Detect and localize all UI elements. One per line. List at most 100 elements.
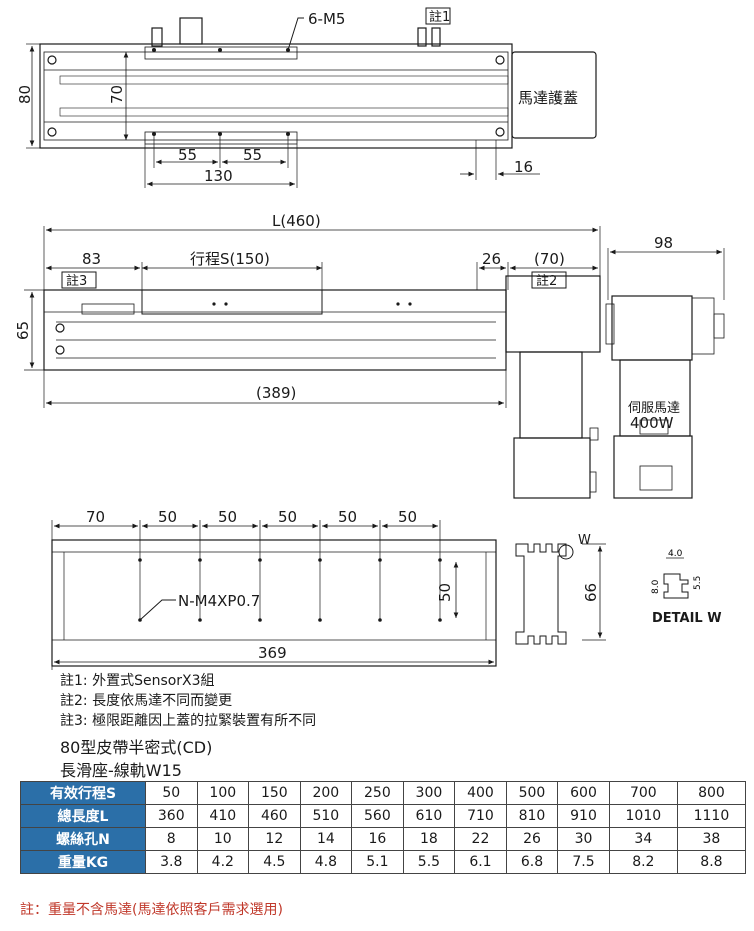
table-cell: 150 — [248, 781, 301, 805]
table-cell: 910 — [557, 804, 610, 828]
rail-view — [51, 520, 689, 670]
note-3: 註3: 極限距離因上蓋的拉緊裝置有所不同 — [60, 713, 317, 729]
table-cell: 16 — [351, 827, 404, 851]
dim-top-4: 50 — [338, 508, 357, 526]
table-cell: 710 — [454, 804, 507, 828]
row-label: 重量KG — [20, 850, 146, 874]
dim-50-vertical: 50 — [436, 583, 454, 602]
table-cell: 600 — [557, 781, 610, 805]
end-view-flange — [611, 295, 693, 361]
table-cell: 610 — [402, 804, 456, 828]
table-cell: 1110 — [676, 804, 747, 828]
dim-98: 98 — [654, 234, 673, 252]
table-row: 螺絲孔N 8 10 12 14 16 18 22 26 30 34 38 — [20, 827, 747, 851]
table-cell: 7.5 — [557, 850, 610, 874]
table-cell: 22 — [454, 827, 507, 851]
mount-holes-label: 6-M5 — [308, 10, 345, 28]
table-cell: 360 — [145, 804, 198, 828]
dim-389: (389) — [256, 384, 296, 402]
dim-80: 80 — [16, 85, 34, 104]
note1-tag-box — [425, 7, 451, 25]
profile-w-mark: W — [578, 533, 591, 548]
rail-holes — [138, 558, 442, 622]
table-cell: 14 — [299, 827, 353, 851]
note2-tag: 註2 — [536, 274, 557, 289]
table-cell: 100 — [196, 781, 250, 805]
dim-26: 26 — [482, 250, 501, 268]
sensor-icon — [417, 27, 427, 47]
dim-top-5: 50 — [398, 508, 417, 526]
table-cell: 400 — [454, 781, 507, 805]
connector-block — [179, 17, 203, 45]
table-cell: 500 — [505, 781, 559, 805]
dim-66: 66 — [582, 583, 600, 602]
servo-label-line2: 400W — [630, 414, 674, 432]
dim-top-1: 50 — [158, 508, 177, 526]
table-cell: 6.8 — [505, 850, 559, 874]
table-cell: 18 — [402, 827, 456, 851]
detail-w-shape — [663, 573, 689, 599]
table-cell: 5.5 — [402, 850, 456, 874]
row-label: 螺絲孔N — [20, 827, 146, 851]
sensor-icon — [431, 27, 441, 47]
model-subtitle: 長滑座-線軌W15 — [60, 761, 182, 780]
table-cell: 8.8 — [676, 850, 747, 874]
dim-total-length: L(460) — [272, 212, 321, 230]
table-cell: 5.1 — [351, 850, 404, 874]
motor-cover-label: 馬達護蓋 — [518, 89, 578, 107]
dim-83: 83 — [82, 250, 101, 268]
dim-top-3: 50 — [278, 508, 297, 526]
dim-16: 16 — [514, 158, 533, 176]
table-cell: 3.8 — [145, 850, 198, 874]
table-cell: 4.5 — [248, 850, 301, 874]
table-cell: 560 — [351, 804, 404, 828]
table-cell: 4.2 — [196, 850, 250, 874]
note-2: 註2: 長度依馬達不同而變更 — [60, 693, 233, 709]
servo-label-line1: 伺服馬達 — [628, 401, 680, 416]
footnote: 註：重量不含馬達(馬達依照客戶需求選用) — [20, 902, 283, 918]
table-cell: 30 — [557, 827, 610, 851]
table-row: 重量KG 3.8 4.2 4.5 4.8 5.1 5.5 6.1 6.8 7.5… — [20, 850, 747, 874]
detail-dim-55: 5.5 — [693, 576, 703, 590]
technical-drawing: 6-M5 註1 馬達護蓋 80 70 55 55 130 16 — [14, 7, 725, 670]
table-cell: 12 — [248, 827, 301, 851]
table-row: 總長度L 360 410 460 510 560 610 710 810 910… — [20, 804, 747, 828]
hole-label: N-M4XP0.7 — [178, 592, 260, 610]
dim-369: 369 — [258, 644, 287, 662]
table-cell: 700 — [608, 781, 678, 805]
table-cell: 250 — [351, 781, 404, 805]
table-cell: 6.1 — [454, 850, 507, 874]
dim-130: 130 — [204, 167, 233, 185]
note3-tag: 註3 — [66, 274, 87, 289]
row-label: 總長度L — [20, 804, 146, 828]
table-cell: 26 — [505, 827, 559, 851]
table-row: 有效行程S 50 100 150 200 250 300 400 500 600… — [20, 781, 747, 805]
rail-body — [51, 539, 497, 667]
table-cell: 1010 — [608, 804, 678, 828]
dim-65: 65 — [14, 321, 32, 340]
rail-profile — [515, 543, 567, 645]
table-cell: 4.8 — [299, 850, 353, 874]
table-cell: 38 — [676, 827, 747, 851]
motor-cover — [511, 51, 597, 139]
table-cell: 800 — [676, 781, 747, 805]
table-cell: 410 — [196, 804, 250, 828]
spec-table: 有效行程S 50 100 150 200 250 300 400 500 600… — [20, 781, 747, 874]
row-label: 有效行程S — [20, 781, 146, 805]
table-cell: 8 — [145, 827, 198, 851]
dim-55-b: 55 — [243, 146, 262, 164]
dim-top-2: 50 — [218, 508, 237, 526]
table-cell: 8.2 — [608, 850, 678, 874]
table-cell: 34 — [608, 827, 678, 851]
dim-70-paren: (70) — [534, 250, 565, 268]
dim-top-0: 70 — [86, 508, 105, 526]
table-cell: 10 — [196, 827, 250, 851]
detail-w-label: DETAIL W — [652, 611, 722, 626]
table-cell: 510 — [299, 804, 353, 828]
table-cell: 460 — [248, 804, 301, 828]
sensor-icon — [151, 27, 163, 47]
stroke-label: 行程S(150) — [190, 250, 270, 268]
table-cell: 300 — [402, 781, 456, 805]
note-1: 註1: 外置式SensorX3組 — [60, 673, 215, 689]
mount-holes — [152, 48, 290, 136]
